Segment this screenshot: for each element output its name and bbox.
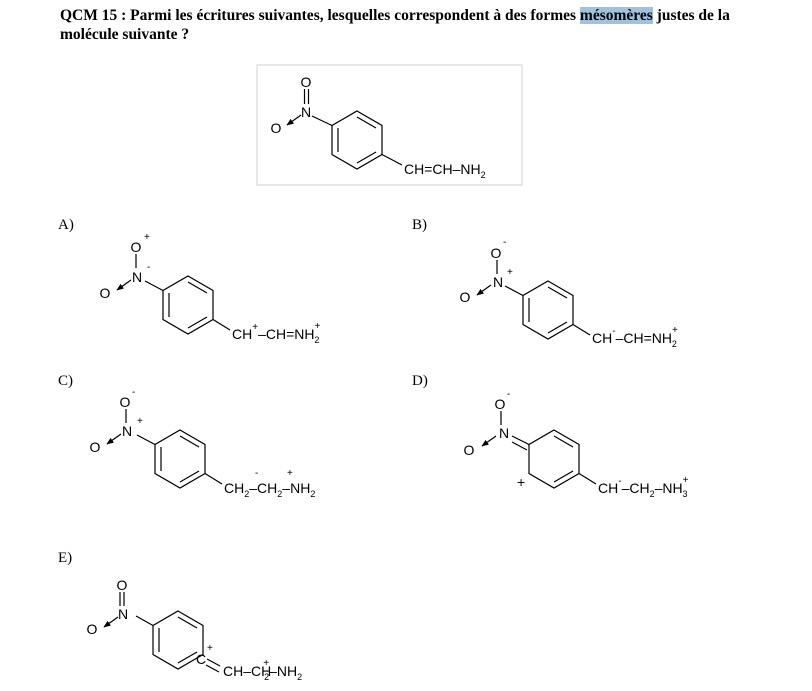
svg-text:O: O [120,394,131,410]
svg-text:-: - [147,262,150,273]
svg-text:-: - [255,468,258,479]
svg-text:C: C [196,651,206,667]
svg-text:O: O [460,289,471,305]
option-c-label: C) [58,373,73,389]
svg-text:+: + [287,468,293,479]
svg-text:CH-–CH2–NH+3: CH-–CH2–NH+3 [598,475,689,499]
svg-text:+: + [517,474,525,490]
ring-chain-bond [381,153,403,166]
svg-text:+: + [144,232,150,243]
svg-text:-: - [503,237,506,248]
svg-text:O: O [100,285,111,301]
question-text-before: Parmi les écritures suivantes, lesquelle… [126,7,580,24]
option-d-label: D) [412,373,428,389]
atom-o-top: O [301,74,312,90]
option-b-label: B) [412,217,427,233]
option-e-structure: O N O C + CH–CH+2–NH2 [87,577,303,682]
svg-text:N: N [493,274,503,290]
chain-label: CH=CH–NH2 [404,161,486,180]
benzene-ring [331,110,383,170]
svg-text:N: N [499,425,509,441]
option-c-structure: O - N + O - + CH2–CH2–NH2 [90,387,316,499]
dative-arrow [286,114,302,126]
svg-text:O: O [87,621,98,637]
svg-text:N: N [132,269,142,285]
svg-text:O: O [495,396,506,412]
option-a-label: A) [58,217,74,233]
svg-text:-: - [507,389,510,400]
svg-text:O: O [464,442,475,458]
option-e-label: E) [58,550,73,566]
atom-n: N [301,104,311,120]
option-a-structure: O + N - O CH+–CH=NH+2 [100,232,321,345]
svg-text:+: + [137,416,143,427]
svg-text:O: O [90,439,101,455]
option-d-structure: O - N O + CH-–CH2–NH+3 [464,389,689,499]
main-molecule: O N O CH=CH–NH2 [256,64,523,186]
svg-text:CH+–CH=NH+2: CH+–CH=NH+2 [232,321,321,345]
svg-text:+: + [507,267,513,278]
atom-o-left: O [271,120,282,136]
svg-text:+: + [207,643,213,654]
molecule-frame [256,64,523,186]
svg-text:O: O [491,245,502,261]
svg-text:O: O [117,577,128,593]
svg-text:CH2–CH2–NH2: CH2–CH2–NH2 [224,480,315,499]
svg-text:N: N [122,423,132,439]
question-text-after: justes de la molécule suivante ? [60,7,730,43]
svg-text:O: O [131,239,142,255]
question-label: QCM 15 : [60,7,127,24]
question-text: QCM 15 : Parmi les écritures suivantes, … [60,6,780,44]
svg-text:-: - [132,387,135,398]
svg-text:N: N [118,606,128,622]
svg-text:CH–CH+2–NH2: CH–CH+2–NH2 [223,658,302,682]
svg-text:CH-–CH=NH+2: CH-–CH=NH+2 [592,325,678,349]
ring-n-bond [311,115,333,127]
highlighted-word: mésomères [579,7,653,24]
option-b-structure: O - N + O CH-–CH=NH+2 [460,237,678,349]
